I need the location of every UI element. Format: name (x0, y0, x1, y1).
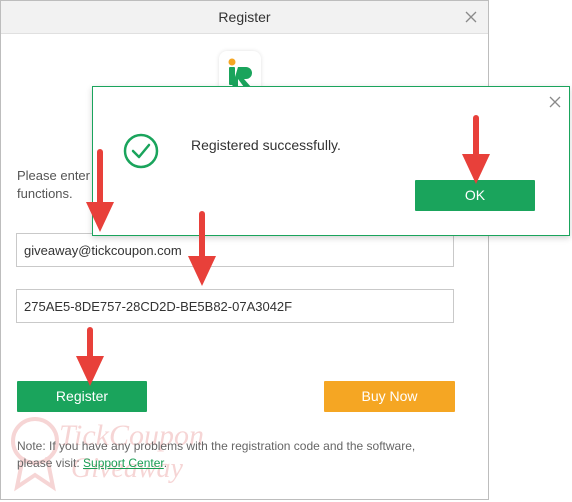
close-icon[interactable] (547, 94, 563, 110)
success-message: Registered successfully. (191, 137, 341, 153)
close-icon[interactable] (463, 9, 479, 25)
support-center-link[interactable]: Support Center (83, 456, 164, 470)
instruction-text: Please enter functions. (17, 168, 90, 201)
note-body: Note: If you have any problems with the … (17, 439, 416, 470)
arrow-icon (86, 149, 114, 232)
ok-button[interactable]: OK (415, 180, 535, 211)
watermark: TickCoupon Giveaway (7, 413, 227, 498)
buy-now-button[interactable]: Buy Now (324, 381, 455, 412)
success-dialog: Registered successfully. OK (92, 86, 570, 236)
note-text: Note: If you have any problems with the … (17, 438, 427, 472)
registration-code-field[interactable] (16, 289, 454, 323)
register-button[interactable]: Register (17, 381, 147, 412)
watermark-line-1: TickCoupon (59, 419, 205, 452)
register-title: Register (218, 9, 271, 25)
register-window: Register Please enter functions. Registe… (0, 0, 489, 500)
note-end: . (163, 456, 168, 470)
arrow-icon (188, 211, 216, 286)
email-field[interactable] (16, 233, 454, 267)
watermark-ribbon-icon (11, 417, 59, 492)
watermark-line-2: Giveaway (71, 453, 183, 484)
arrow-icon (462, 115, 490, 184)
register-titlebar: Register (1, 1, 488, 34)
arrow-icon (76, 327, 104, 386)
success-check-icon (123, 133, 159, 169)
